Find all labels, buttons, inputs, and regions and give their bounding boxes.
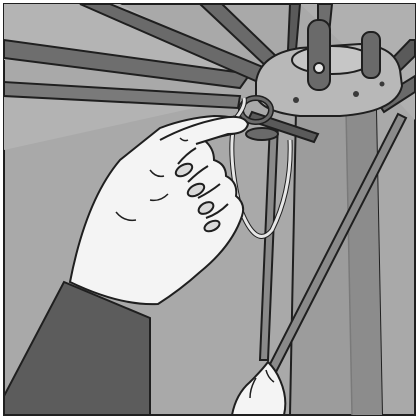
umbrella-pole [290,110,382,415]
